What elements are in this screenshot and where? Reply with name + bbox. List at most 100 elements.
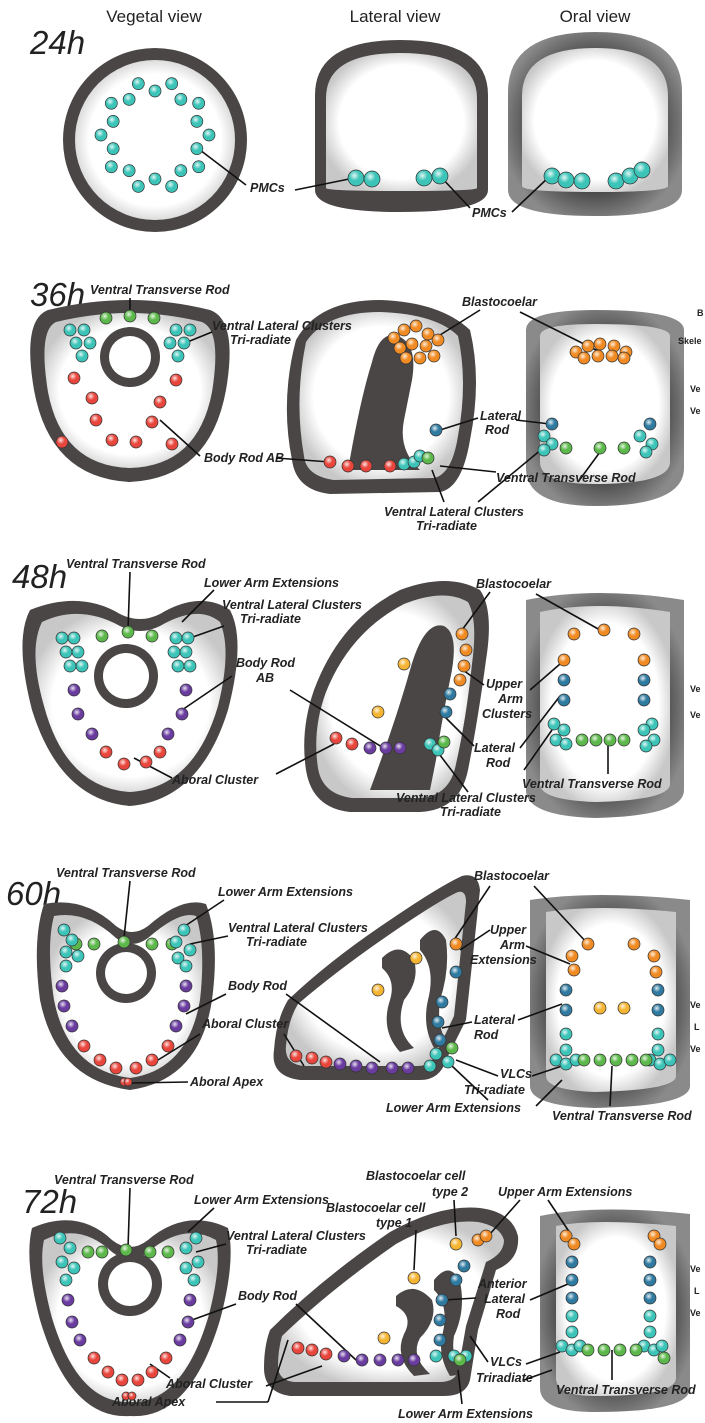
- lateral-rod-cell: [652, 1004, 664, 1016]
- body-rod-purple-cell: [72, 708, 84, 720]
- body-rod-purple-cell: [402, 1062, 414, 1074]
- ventral-transverse-rod-cell: [96, 1246, 108, 1258]
- label-triradiate: Triradiate: [476, 1371, 533, 1385]
- pmc-cell: [644, 1310, 656, 1322]
- lateral-rod-cell: [450, 966, 462, 978]
- body-rod-cell: [130, 1062, 142, 1074]
- lateral-rod-cell: [458, 1260, 470, 1272]
- blastocoelar-cell: [582, 340, 594, 352]
- pmc-cell: [54, 1232, 66, 1244]
- pmc-cell: [132, 180, 144, 192]
- pmc-cell: [560, 1028, 572, 1040]
- body-rod-purple-cell: [176, 708, 188, 720]
- stage-48h: 48h Ventral Transverse Rod Lower Arm Ext…: [12, 557, 701, 819]
- body-rod-cell: [106, 434, 118, 446]
- body-rod-purple-cell: [86, 728, 98, 740]
- blastocoelar-cell: [480, 1230, 492, 1242]
- body-rod-cell: [146, 416, 158, 428]
- lateral-rod-cell: [638, 694, 650, 706]
- ventral-transverse-rod-cell: [96, 630, 108, 642]
- pmc-cell: [416, 170, 432, 186]
- label-vlc-sub: Tri-radiate: [240, 612, 301, 626]
- pmc-cell: [123, 165, 135, 177]
- pmc-cell: [95, 129, 107, 141]
- oral-embryo: [508, 32, 682, 216]
- blastocoelar-cell: [594, 338, 606, 350]
- pmc-cell: [60, 946, 72, 958]
- pmc-cell: [640, 740, 652, 752]
- ventral-transverse-rod-cell: [610, 1054, 622, 1066]
- label-body-rod: Body Rod: [236, 656, 295, 670]
- blastocoelar-cell: [420, 340, 432, 352]
- lateral-rod-cell: [546, 418, 558, 430]
- pmc-cell: [652, 1044, 664, 1056]
- pmc-cell: [442, 1056, 454, 1068]
- blastocoelar-cell: [568, 1238, 580, 1250]
- body-rod-cell: [384, 460, 396, 472]
- pmc-cell: [184, 944, 196, 956]
- label-ventral-transverse-rod: Ventral Transverse Rod: [66, 557, 206, 571]
- ventral-transverse-rod-cell: [594, 442, 606, 454]
- pmc-cell: [58, 924, 70, 936]
- blastocoelar-type2-cell: [378, 1332, 390, 1344]
- pmc-cell: [180, 1262, 192, 1274]
- label-cut-off: Ve: [690, 684, 701, 694]
- body-rod-cell: [124, 1078, 132, 1086]
- pmc-cell: [78, 324, 90, 336]
- blastocoelar-cell: [568, 964, 580, 976]
- stage-time-label: 72h: [22, 1183, 77, 1220]
- pmc-cell: [656, 1340, 668, 1352]
- lateral-rod-cell: [644, 1256, 656, 1268]
- pmc-cell: [430, 1048, 442, 1060]
- ventral-transverse-rod-cell: [82, 1246, 94, 1258]
- pmc-cell: [164, 337, 176, 349]
- body-rod-cell: [320, 1056, 332, 1068]
- lateral-rod-cell: [434, 1314, 446, 1326]
- ventral-transverse-rod-cell: [594, 1054, 606, 1066]
- pmc-cell: [149, 173, 161, 185]
- pmc-cell: [348, 170, 364, 186]
- label-lower-arm-extensions: Lower Arm Extensions: [398, 1407, 533, 1421]
- body-rod-cell: [68, 372, 80, 384]
- body-rod-cell: [330, 732, 342, 744]
- label-vlc: Ventral Lateral Clusters: [228, 921, 368, 935]
- label-upper-arm-extensions: Upper Arm Extensions: [498, 1185, 632, 1199]
- ventral-transverse-rod-cell: [146, 938, 158, 950]
- body-rod-purple-cell: [74, 1334, 86, 1346]
- body-rod-cell: [88, 1352, 100, 1364]
- blastocoelar-cell: [606, 350, 618, 362]
- blastocoelar-cell: [650, 966, 662, 978]
- body-rod-cell: [346, 738, 358, 750]
- body-rod-cell: [118, 758, 130, 770]
- pmc-cell: [560, 1044, 572, 1056]
- stage-time-label: 48h: [12, 558, 67, 595]
- body-rod-cell: [292, 1342, 304, 1354]
- pmc-cell: [424, 1060, 436, 1072]
- label-cut-off: Ve: [690, 406, 701, 416]
- body-rod-purple-cell: [180, 980, 192, 992]
- label-cut-off: Skele: [678, 336, 702, 346]
- body-rod-cell: [146, 1054, 158, 1066]
- label-vlc-sub: Tri-radiate: [246, 935, 307, 949]
- pmc-cell: [638, 724, 650, 736]
- body-rod-purple-cell: [62, 1294, 74, 1306]
- body-rod-cell: [94, 1054, 106, 1066]
- body-rod-purple-cell: [364, 742, 376, 754]
- lateral-rod-cell: [560, 984, 572, 996]
- label-cut-off: L: [694, 1022, 700, 1032]
- pmc-cell: [191, 143, 203, 155]
- label-cut-off: Ve: [690, 1044, 701, 1054]
- pmc-cell: [68, 1262, 80, 1274]
- label-upper-arm: Upper: [486, 677, 523, 691]
- ventral-transverse-rod-cell: [120, 1244, 132, 1256]
- pmc-cell: [66, 934, 78, 946]
- body-rod-cell: [154, 396, 166, 408]
- blastocoelar-cell: [400, 352, 412, 364]
- body-rod-cell: [100, 746, 112, 758]
- stage-24h: 24h PMCs PMCs: [29, 24, 682, 232]
- label-body-rod: Body Rod: [228, 979, 287, 993]
- pmc-cell: [170, 324, 182, 336]
- label-lateral-rod: Lateral: [474, 741, 516, 755]
- blastocoelar-type2-cell: [398, 658, 410, 670]
- pmc-cell: [180, 960, 192, 972]
